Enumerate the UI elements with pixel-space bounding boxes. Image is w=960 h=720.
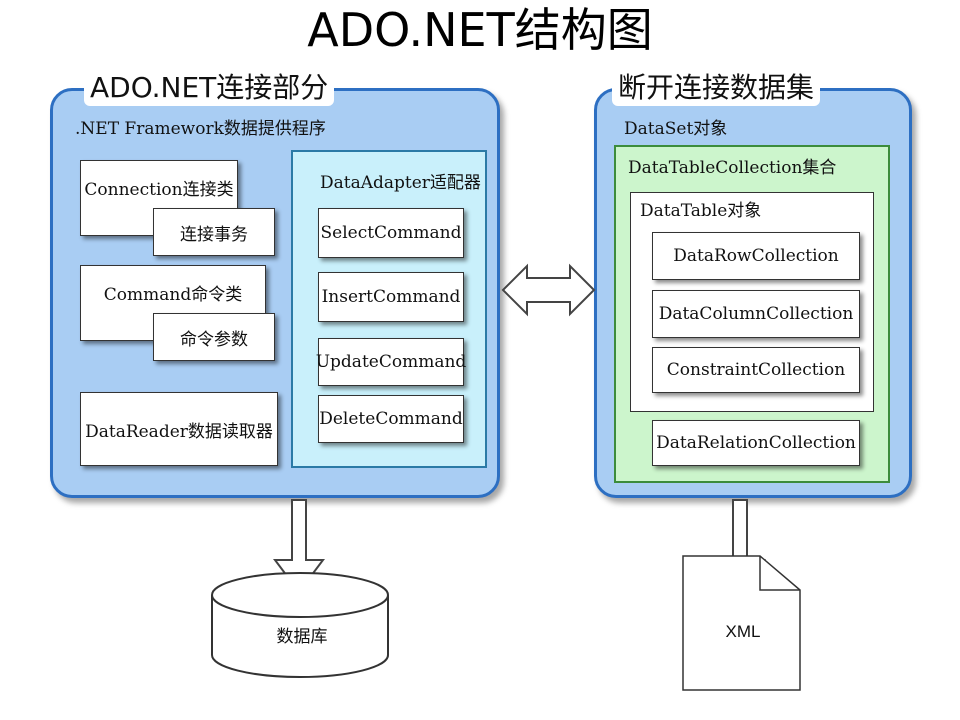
database-cylinder: [211, 572, 389, 678]
command-class-label: Command命令类: [103, 285, 243, 305]
insert-command-box: InsertCommand: [318, 272, 464, 322]
datacolumn-collection-label: DataColumnCollection: [658, 304, 854, 324]
update-command-box: UpdateCommand: [315, 338, 467, 386]
delete-command-label: DeleteCommand: [319, 409, 463, 429]
dataset-panel-heading: 断开连接数据集: [612, 70, 821, 106]
xml-label: XML: [725, 622, 761, 641]
command-parameter-label: 命令参数: [180, 329, 248, 350]
page-title: ADO.NET结构图: [307, 3, 653, 57]
constraint-collection-box: ConstraintCollection: [652, 347, 860, 393]
datacolumn-collection-box: DataColumnCollection: [652, 290, 860, 338]
bidirectional-arrow: [501, 263, 596, 317]
constraint-collection-label: ConstraintCollection: [666, 360, 846, 380]
datarelation-collection-box: DataRelationCollection: [652, 420, 860, 466]
select-command-label: SelectCommand: [320, 223, 462, 243]
dataset-object-label: DataSet对象: [624, 119, 728, 139]
datareader-box: DataReader数据读取器: [80, 392, 278, 466]
data-provider-label: .NET Framework数据提供程序: [75, 119, 326, 139]
connection-transaction-label: 连接事务: [180, 224, 248, 245]
dataadapter-label: DataAdapter适配器: [320, 173, 481, 193]
datatable-collection-label: DataTableCollection集合: [628, 158, 837, 178]
datatable-object-label: DataTable对象: [640, 201, 762, 221]
connection-panel-heading: ADO.NET连接部分: [84, 70, 335, 106]
insert-command-label: InsertCommand: [321, 287, 461, 307]
connection-class-label: Connection连接类: [84, 180, 234, 200]
datareader-label: DataReader数据读取器: [85, 421, 273, 442]
datarow-collection-box: DataRowCollection: [652, 232, 860, 280]
select-command-box: SelectCommand: [318, 208, 464, 258]
datarow-collection-label: DataRowCollection: [673, 246, 839, 266]
connection-transaction-box: 连接事务: [153, 208, 275, 256]
datarelation-collection-label: DataRelationCollection: [656, 433, 856, 453]
command-parameter-box: 命令参数: [153, 313, 275, 361]
delete-command-box: DeleteCommand: [318, 395, 464, 443]
xml-document-shape: [682, 555, 801, 691]
database-label: 数据库: [276, 627, 328, 647]
update-command-label: UpdateCommand: [315, 352, 467, 372]
